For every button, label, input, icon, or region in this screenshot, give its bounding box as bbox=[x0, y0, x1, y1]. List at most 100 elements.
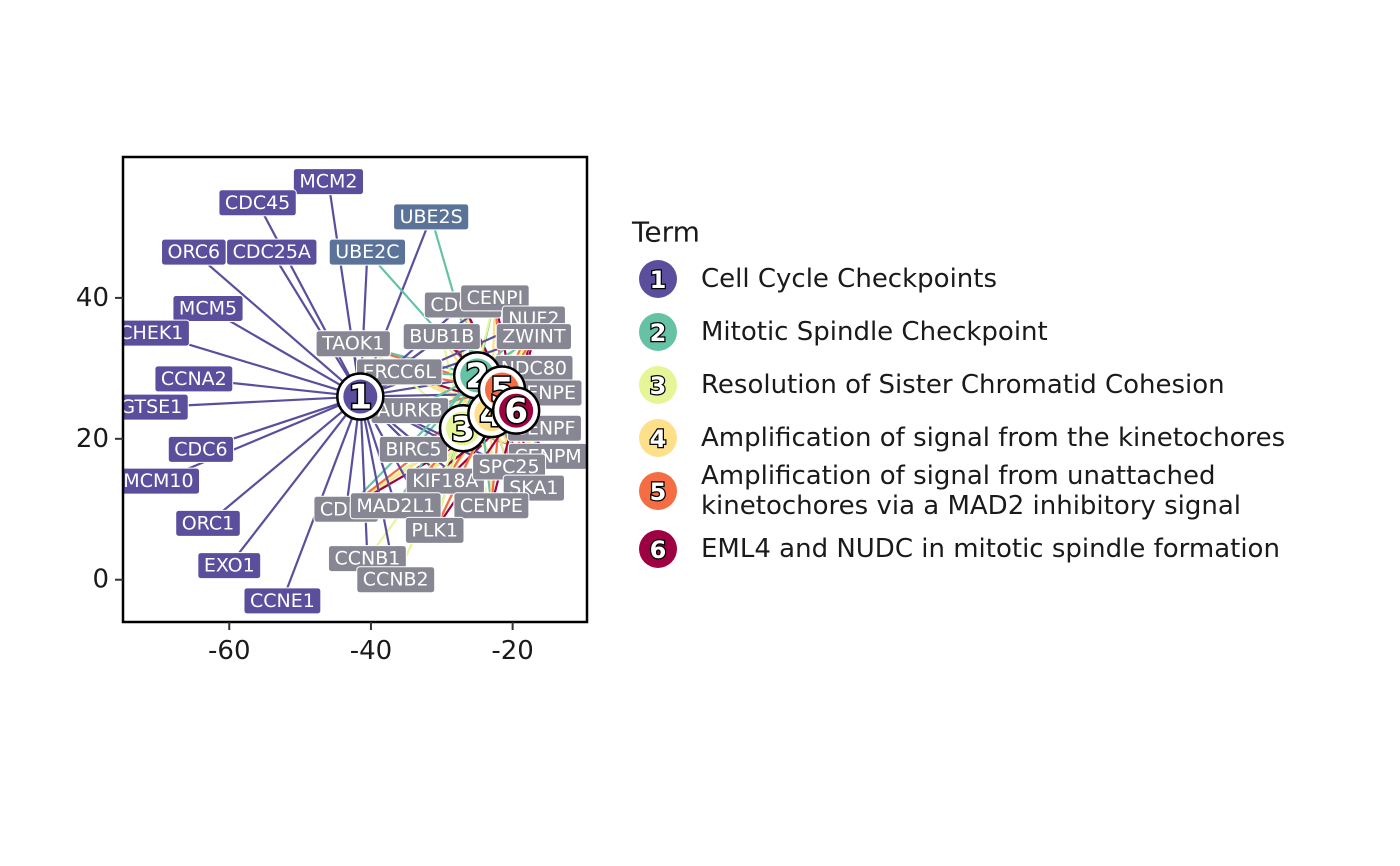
gene-label-text: CDC25A bbox=[233, 241, 311, 263]
gene-node: CENPI bbox=[460, 284, 530, 312]
gene-node: ERCC6L bbox=[356, 358, 443, 386]
legend-key bbox=[639, 313, 677, 351]
legend-label: EML4 and NUDC in mitotic spindle formati… bbox=[701, 534, 1280, 564]
y-tick-label: 40 bbox=[76, 283, 109, 313]
gene-label-box bbox=[453, 492, 530, 520]
gene-label-text: MCM2 bbox=[299, 171, 357, 193]
gene-label-box bbox=[161, 238, 227, 266]
edge-mcm10-term-1 bbox=[157, 395, 361, 483]
gene-node: GTSE1 bbox=[120, 393, 189, 421]
gene-label-text: BIRC5 bbox=[385, 438, 441, 460]
gene-node: KIF18A bbox=[405, 467, 485, 495]
gene-label-box bbox=[460, 284, 530, 312]
gene-label-text: CCNE1 bbox=[250, 590, 315, 612]
gene-node: CCNA2 bbox=[154, 365, 234, 393]
gene-node: ORC6 bbox=[161, 238, 227, 266]
term-node-number: 6 bbox=[504, 392, 528, 432]
gene-label-text: MCM5 bbox=[179, 297, 237, 319]
legend-entry-3: 3 Resolution of Sister Chromatid Cohesion bbox=[639, 366, 1225, 404]
gene-label-text: ORC1 bbox=[182, 512, 235, 534]
gene-node: BUB1B bbox=[402, 323, 481, 351]
y-tick-label: 20 bbox=[76, 424, 109, 454]
term-node-number: 1 bbox=[348, 378, 372, 418]
gene-label-box bbox=[405, 467, 485, 495]
gene-node: ZWINT bbox=[495, 323, 572, 351]
gene-label-box bbox=[315, 330, 391, 358]
legend-key-number: 5 bbox=[650, 478, 667, 506]
legend-label: Resolution of Sister Chromatid Cohesion bbox=[701, 370, 1225, 400]
legend-key-number: 3 bbox=[650, 372, 667, 400]
gene-node: MCM5 bbox=[172, 294, 244, 322]
gene-label-box bbox=[218, 189, 297, 217]
gene-node: CCNB2 bbox=[356, 566, 436, 594]
gene-label-box bbox=[292, 168, 365, 196]
legend-key bbox=[639, 366, 677, 404]
gene-label-text: CENPI bbox=[467, 287, 524, 309]
gene-label-box bbox=[495, 323, 572, 351]
x-tick-label: -20 bbox=[491, 636, 533, 666]
gene-label-box bbox=[349, 492, 442, 520]
edge-mcm5-term-1 bbox=[207, 307, 361, 398]
gene-label-text: KIF18A bbox=[412, 470, 478, 492]
gene-label-text: PLK1 bbox=[411, 519, 458, 541]
gene-label-text: CCNB1 bbox=[334, 548, 400, 570]
gene-node: CDC45 bbox=[218, 189, 297, 217]
gene-label-text: UBE2S bbox=[400, 206, 463, 228]
gene-node: MAD2L1 bbox=[349, 492, 442, 520]
legend-key bbox=[639, 419, 677, 457]
gene-node: MCM10 bbox=[123, 467, 201, 495]
gene-label-box bbox=[356, 358, 443, 386]
gene-label-box bbox=[167, 435, 235, 463]
legend-label: Amplification of signal from unattached bbox=[701, 461, 1216, 491]
gene-label-box bbox=[356, 566, 436, 594]
term-node-fill bbox=[499, 393, 534, 428]
x-tick-label: -40 bbox=[350, 636, 392, 666]
legend-label: Amplification of signal from the kinetoc… bbox=[701, 423, 1285, 453]
legend-label: kinetochores via a MAD2 inhibitory signa… bbox=[701, 491, 1241, 521]
gene-label-box bbox=[243, 587, 322, 615]
gene-node: BIRC5 bbox=[378, 435, 449, 463]
gene-node: UBE2S bbox=[393, 203, 470, 231]
gene-node: UBE2C bbox=[328, 238, 407, 266]
legend-key bbox=[639, 472, 677, 510]
gene-node: ORC1 bbox=[175, 509, 241, 537]
gene-label-text: CHEK1 bbox=[119, 322, 183, 344]
gene-label-box bbox=[154, 365, 234, 393]
gene-node: CHEK1 bbox=[119, 319, 190, 347]
gene-node: CDC25A bbox=[226, 238, 318, 266]
edge-cdc45-term-1 bbox=[256, 202, 362, 398]
gene-label-text: GTSE1 bbox=[120, 396, 182, 418]
edge-orc1-term-1 bbox=[207, 395, 362, 525]
legend-key-number: 4 bbox=[650, 425, 667, 453]
term-node-1: 1 bbox=[336, 372, 385, 421]
gene-label-text: ERCC6L bbox=[363, 361, 437, 383]
gene-label-text: MCM10 bbox=[123, 470, 193, 492]
gene-label-box bbox=[393, 203, 470, 231]
plot-panel-border bbox=[121, 155, 589, 624]
gene-label-box bbox=[378, 435, 449, 463]
legend-label: Mitotic Spindle Checkpoint bbox=[701, 317, 1048, 347]
gene-node: MCM2 bbox=[292, 168, 365, 196]
term-node-fill bbox=[343, 379, 378, 414]
gene-label-text: AURKB bbox=[377, 400, 443, 422]
gene-label-box bbox=[404, 516, 465, 544]
gene-label-text: CDC45 bbox=[225, 192, 290, 214]
gene-label-box bbox=[197, 552, 262, 580]
term-node-6: 6 bbox=[491, 386, 541, 435]
gene-label-box bbox=[402, 323, 481, 351]
legend-title: Term bbox=[631, 216, 700, 249]
gene-node: EXO1 bbox=[197, 552, 262, 580]
gene-label-text: ORC6 bbox=[168, 241, 221, 263]
gene-label-box bbox=[175, 509, 241, 537]
edge-orc6-term-1 bbox=[193, 251, 362, 398]
gene-label-box bbox=[123, 393, 189, 421]
legend-label: Cell Cycle Checkpoints bbox=[701, 264, 997, 294]
legend-key bbox=[639, 260, 677, 298]
